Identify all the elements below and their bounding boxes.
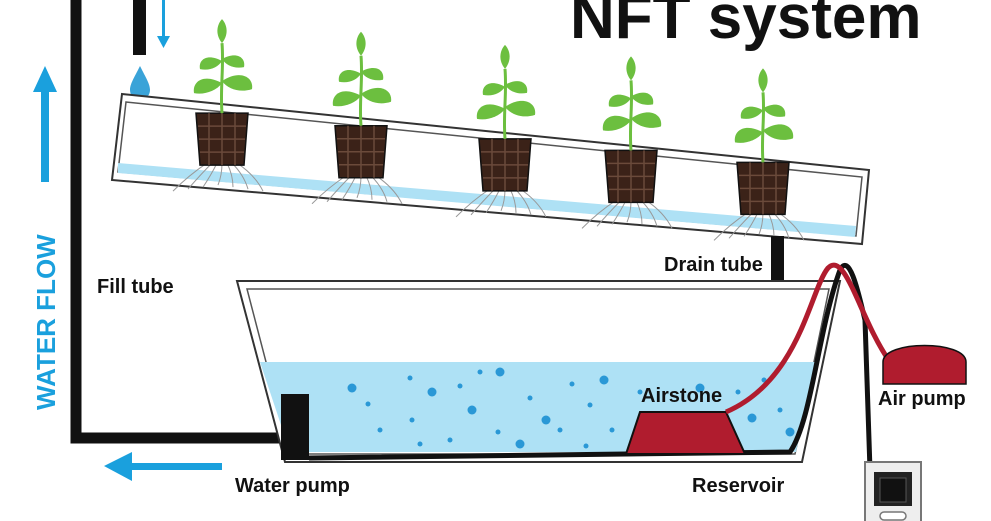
fill-tube-pipe (70, 0, 282, 444)
bubble (407, 375, 413, 381)
bubble (557, 427, 563, 433)
bubble (365, 401, 371, 407)
fill-tube-label: Fill tube (97, 276, 174, 298)
left-arrow-icon (104, 452, 222, 481)
plant (311, 31, 403, 205)
bubble (695, 383, 705, 393)
bubble (583, 443, 589, 449)
plant (713, 68, 805, 241)
bubble (467, 405, 477, 415)
up-arrow-shaft (41, 90, 49, 182)
diagram-title: NFT system (570, 0, 921, 52)
bubble (527, 395, 533, 401)
airstone (624, 411, 747, 455)
drain-tube-label: Drain tube (664, 254, 763, 276)
water-pump (281, 394, 309, 460)
up-arrow-icon (33, 66, 57, 92)
nutrient-film (118, 163, 856, 237)
bubble (427, 387, 437, 397)
reservoir-tank (235, 280, 842, 463)
bubble (747, 413, 757, 423)
down-arrow-icon (157, 0, 170, 48)
bubble (495, 367, 505, 377)
bubble (447, 437, 453, 443)
reservoir-label: Reservoir (692, 475, 784, 497)
pump-outlet-pipe (308, 263, 873, 471)
air-line-tube (725, 262, 893, 415)
plant (455, 44, 547, 218)
plant (581, 56, 673, 229)
water-flow-indicator: WATER FLOW (31, 66, 61, 410)
water-flow-label: WATER FLOW (31, 234, 61, 410)
bubble (777, 407, 783, 413)
bubble (457, 383, 463, 389)
inlet-pipe (133, 0, 146, 55)
bubble (587, 402, 593, 408)
bubble (377, 427, 383, 433)
water-pump-label: Water pump (235, 475, 350, 497)
bubble (569, 381, 575, 387)
bubble (495, 429, 501, 435)
bubble (541, 415, 551, 425)
water-drop-icon (130, 66, 150, 100)
plants-group (172, 19, 805, 241)
bubble (417, 441, 423, 447)
bubble (477, 369, 483, 375)
bubble (409, 417, 415, 423)
bubble (735, 389, 741, 395)
bubble (515, 439, 525, 449)
bubble (785, 427, 795, 437)
air-pump (882, 344, 967, 385)
air-pump-label: Air pump (878, 388, 966, 410)
bubble (637, 389, 643, 395)
bubble (599, 375, 609, 385)
bubble (609, 427, 615, 433)
plant (172, 19, 264, 192)
airstone-label: Airstone (641, 385, 722, 407)
power-outlet-icon (864, 461, 922, 521)
drain-tube-pipe (771, 236, 784, 294)
bubble (347, 383, 357, 393)
air-bubbles (347, 367, 795, 449)
